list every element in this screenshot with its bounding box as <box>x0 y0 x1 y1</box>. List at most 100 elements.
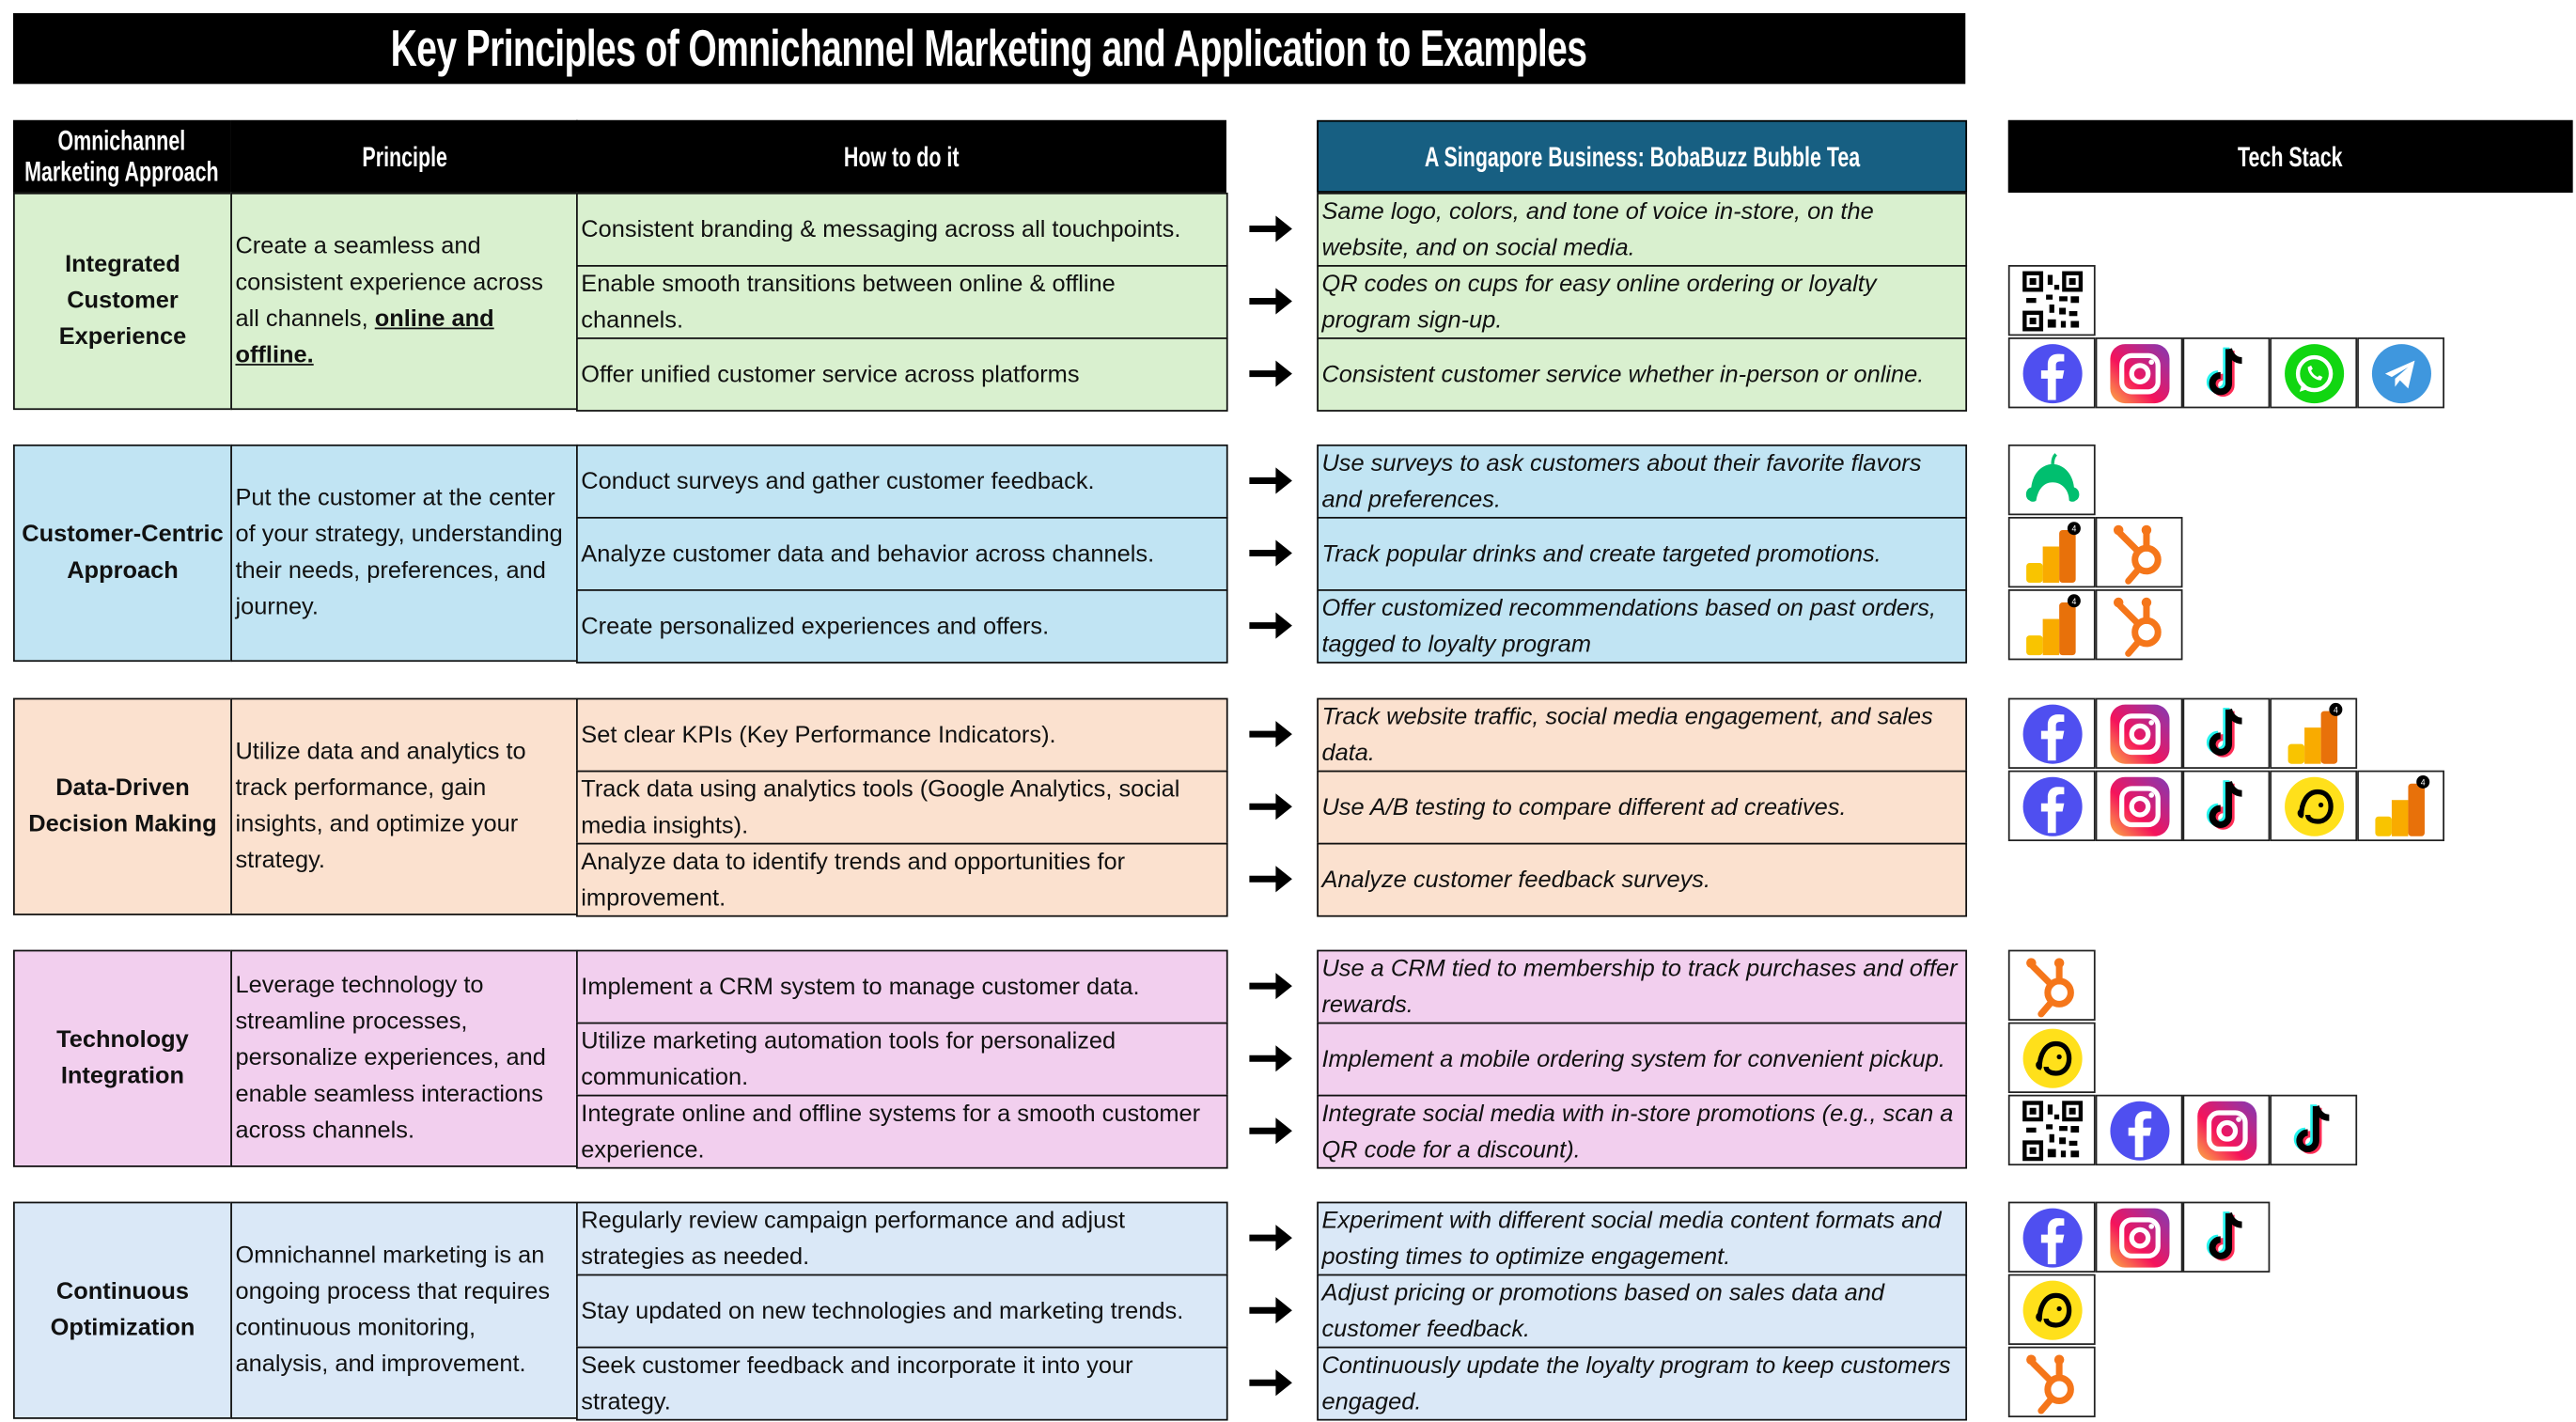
business-example-text: Analyze customer feedback surveys. <box>1321 867 1711 894</box>
facebook-icon <box>2095 1094 2183 1166</box>
header-business-text: A Singapore Business: BobaBuzz Bubble Te… <box>1424 140 1860 173</box>
how-text: Stay updated on new technologies and mar… <box>581 1298 1184 1325</box>
instagram-icon <box>2095 770 2183 842</box>
business-example-cell: Track popular drinks and create targeted… <box>1317 516 1968 591</box>
principle-body: Omnichannel marketing is an ongoing proc… <box>235 1242 551 1379</box>
arrow-right-icon <box>1246 461 1296 500</box>
tiktok-icon <box>2182 770 2271 842</box>
whatsapp-icon <box>2270 337 2358 409</box>
approach-label: Data-Driven Decision Making <box>28 774 217 838</box>
principle-cell: Utilize data and analytics to track perf… <box>230 697 578 915</box>
tiktok-icon <box>2182 337 2271 409</box>
business-example-text: Experiment with different social media c… <box>1321 1207 1942 1271</box>
how-text: Implement a CRM system to manage custome… <box>581 974 1140 1001</box>
how-cell: Enable smooth transitions between online… <box>576 264 1228 339</box>
hubspot-icon <box>2095 516 2183 588</box>
how-text: Set clear KPIs (Key Performance Indicato… <box>581 722 1056 749</box>
how-text: Regularly review campaign performance an… <box>581 1207 1126 1271</box>
how-text: Enable smooth transitions between online… <box>581 271 1116 334</box>
how-cell: Stay updated on new technologies and mar… <box>576 1274 1228 1349</box>
surveymonkey-icon <box>2007 444 2096 516</box>
principle-cell: Put the customer at the center of your s… <box>230 444 578 663</box>
mailchimp-icon <box>2007 1274 2096 1345</box>
tiktok-icon <box>2182 697 2271 769</box>
business-example-cell: Analyze customer feedback surveys. <box>1317 842 1968 917</box>
principle-text: Leverage technology to streamline proces… <box>235 968 572 1149</box>
arrow-right-icon <box>1246 714 1296 754</box>
how-cell: Track data using analytics tools (Google… <box>576 770 1228 845</box>
facebook-icon <box>2007 337 2096 409</box>
business-example-cell: Track website traffic, social media enga… <box>1317 697 1968 773</box>
page-title-text: Key Principles of Omnichannel Marketing … <box>391 19 1588 77</box>
principle-text: Put the customer at the center of your s… <box>235 480 572 625</box>
how-text: Conduct surveys and gather customer feed… <box>581 468 1095 495</box>
header-approach-line2: Marketing Approach <box>24 156 219 188</box>
approach-label: Customer-Centric Approach <box>22 522 224 585</box>
principle-body: Create a seamless and consistent experie… <box>235 233 543 333</box>
approach-cell: Continuous Optimization <box>13 1201 232 1419</box>
tiktok-icon <box>2182 1201 2271 1273</box>
approach-label: Technology Integration <box>56 1026 189 1090</box>
arrow-right-icon <box>1246 606 1296 646</box>
arrow-right-icon <box>1246 859 1296 899</box>
business-example-text: Integrate social media with in-store pro… <box>1321 1100 1954 1164</box>
arrow-right-icon <box>1246 966 1296 1006</box>
arrow-right-icon <box>1246 354 1296 394</box>
business-example-cell: Adjust pricing or promotions based on sa… <box>1317 1274 1968 1349</box>
principle-text: Utilize data and analytics to track perf… <box>235 734 572 879</box>
how-cell: Integrate online and offline systems for… <box>576 1094 1228 1169</box>
how-cell: Utilize marketing automation tools for p… <box>576 1022 1228 1097</box>
how-text: Create personalized experiences and offe… <box>581 613 1050 640</box>
header-principle-text: Principle <box>361 140 447 173</box>
business-example-text: Offer customized recommendations based o… <box>1321 595 1937 658</box>
facebook-icon <box>2007 1201 2096 1273</box>
business-example-text: Adjust pricing or promotions based on sa… <box>1321 1279 1885 1343</box>
how-cell: Regularly review campaign performance an… <box>576 1201 1228 1276</box>
how-text: Seek customer feedback and incorporate i… <box>581 1352 1133 1415</box>
business-example-text: Use surveys to ask customers about their… <box>1321 450 1922 513</box>
business-example-text: Track website traffic, social media enga… <box>1321 703 1933 767</box>
mailchimp-icon <box>2270 770 2358 842</box>
header-approach-line1: Omnichannel <box>57 125 186 157</box>
principle-cell: Create a seamless and consistent experie… <box>230 192 578 411</box>
google-analytics-icon: 4 <box>2357 770 2444 842</box>
business-example-cell: Use surveys to ask customers about their… <box>1317 444 1968 519</box>
how-cell: Analyze data to identify trends and oppo… <box>576 842 1228 917</box>
tiktok-icon <box>2270 1094 2358 1166</box>
google-analytics-icon: 4 <box>2007 516 2096 588</box>
google-analytics-icon: 4 <box>2007 589 2096 661</box>
business-example-text: Track popular drinks and create targeted… <box>1321 540 1881 568</box>
principle-body: Put the customer at the center of your s… <box>235 485 563 621</box>
how-cell: Analyze customer data and behavior acros… <box>576 516 1228 591</box>
business-example-text: Continuously update the loyalty program … <box>1321 1352 1951 1415</box>
instagram-icon <box>2095 1201 2183 1273</box>
arrow-right-icon <box>1246 787 1296 826</box>
approach-cell: Technology Integration <box>13 949 232 1167</box>
svg-text:4: 4 <box>2333 705 2337 714</box>
business-example-cell: Consistent customer service whether in-p… <box>1317 337 1968 412</box>
how-text: Integrate online and offline systems for… <box>581 1100 1201 1164</box>
arrow-right-icon <box>1246 533 1296 572</box>
business-example-text: QR codes on cups for easy online orderin… <box>1321 271 1877 334</box>
how-cell: Consistent branding & messaging across a… <box>576 192 1228 267</box>
principle-cell: Omnichannel marketing is an ongoing proc… <box>230 1201 578 1419</box>
business-example-cell: Use a CRM tied to membership to track pu… <box>1317 949 1968 1024</box>
svg-text:4: 4 <box>2071 523 2076 533</box>
business-example-cell: Offer customized recommendations based o… <box>1317 589 1968 664</box>
principle-body: Utilize data and analytics to track perf… <box>235 739 526 875</box>
business-example-cell: Implement a mobile ordering system for c… <box>1317 1022 1968 1097</box>
how-text: Analyze customer data and behavior acros… <box>581 540 1155 568</box>
business-example-cell: Same logo, colors, and tone of voice in-… <box>1317 192 1968 267</box>
principle-emphasis: online and offline. <box>235 305 494 369</box>
how-cell: Seek customer feedback and incorporate i… <box>576 1346 1228 1421</box>
facebook-icon <box>2007 697 2096 769</box>
business-example-cell: Continuously update the loyalty program … <box>1317 1346 1968 1421</box>
header-tech-stack: Tech Stack <box>2007 119 2573 193</box>
svg-text:4: 4 <box>2071 596 2076 605</box>
approach-label: Integrated Customer Experience <box>58 251 187 352</box>
arrow-right-icon <box>1246 1039 1296 1078</box>
mailchimp-icon <box>2007 1022 2096 1093</box>
how-text: Utilize marketing automation tools for p… <box>581 1027 1116 1091</box>
header-principle: Principle <box>230 119 578 193</box>
